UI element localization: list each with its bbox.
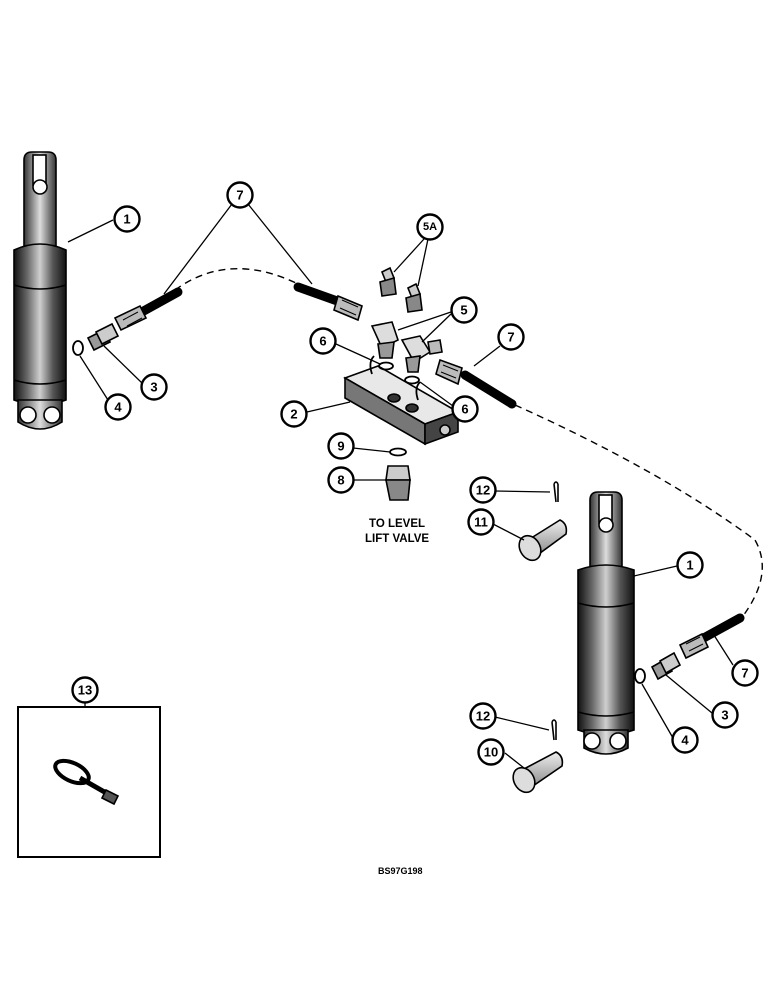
svg-text:2: 2	[290, 407, 297, 422]
leader-6a	[335, 343, 381, 365]
fitting-5a-right	[405, 282, 423, 313]
callout-4a: 4	[104, 393, 132, 421]
hose-assembly-lower-right	[678, 613, 745, 660]
pin-11	[518, 519, 568, 562]
callout-8: 8	[327, 466, 355, 494]
hose-strap	[53, 758, 120, 806]
callout-6a: 6	[309, 327, 337, 355]
callout-3a: 3	[140, 373, 168, 401]
svg-text:5: 5	[460, 303, 467, 318]
leader-7b	[473, 345, 501, 367]
leader-12b	[494, 716, 550, 731]
svg-text:6: 6	[319, 334, 326, 349]
leader-4a	[79, 355, 109, 401]
svg-text:10: 10	[484, 745, 498, 760]
leader-7a-left	[163, 203, 233, 295]
callout-7c: 7	[731, 659, 759, 687]
leader-12a	[494, 490, 551, 493]
o-ring-valve-top-left	[378, 361, 394, 371]
leader-3b	[665, 674, 713, 714]
leader-11	[492, 523, 525, 541]
adapter-fitting-left	[86, 322, 120, 352]
right-hydraulic-cylinder	[577, 491, 635, 755]
leader-1b	[633, 565, 678, 577]
callout-5: 5	[450, 296, 478, 324]
o-ring-left	[72, 340, 84, 356]
svg-text:7: 7	[741, 666, 748, 681]
callout-5a: 5A	[416, 213, 444, 241]
callout-1b: 1	[676, 551, 704, 579]
leader-5a-right	[417, 238, 429, 287]
callout-3b: 3	[711, 701, 739, 729]
svg-text:7: 7	[507, 330, 514, 345]
callout-7a: 7	[226, 181, 254, 209]
svg-text:7: 7	[236, 188, 243, 203]
hose-route-dashed-line	[174, 268, 301, 291]
left-hydraulic-cylinder	[13, 151, 67, 430]
svg-text:12: 12	[476, 709, 490, 724]
callout-6b: 6	[451, 395, 479, 423]
leader-6b	[419, 381, 454, 407]
svg-text:1: 1	[123, 212, 130, 227]
drawing-reference-code: BS97G198	[378, 866, 423, 876]
hose-assembly-right	[435, 358, 517, 409]
leader-10	[504, 752, 525, 769]
svg-text:1: 1	[686, 558, 693, 573]
fitting-5a-left	[379, 266, 397, 297]
svg-text:8: 8	[337, 473, 344, 488]
leader-3a	[103, 345, 144, 385]
elbow-fitting-left	[370, 321, 399, 359]
leader-2	[306, 401, 351, 413]
svg-text:12: 12	[476, 483, 490, 498]
callout-10: 10	[477, 738, 505, 766]
leader-9	[352, 447, 391, 453]
note-line-2: LIFT VALVE	[365, 533, 429, 545]
svg-text:3: 3	[721, 708, 728, 723]
o-ring-valve-top-right	[404, 375, 420, 385]
svg-text:3: 3	[150, 380, 157, 395]
callout-12a: 12	[469, 476, 497, 504]
leader-7a-right	[247, 203, 313, 285]
cotter-pin-lower	[551, 719, 557, 741]
leader-5a	[397, 311, 452, 331]
svg-text:4: 4	[681, 733, 689, 748]
svg-text:4: 4	[114, 400, 122, 415]
elbow-fitting-right	[400, 335, 443, 373]
connector-fitting	[385, 465, 411, 501]
hose-assembly-left	[113, 287, 183, 332]
callout-9: 9	[327, 432, 355, 460]
leader-5a-left	[393, 238, 425, 273]
o-ring-right	[634, 668, 646, 684]
callout-7b: 7	[497, 323, 525, 351]
hose-assembly-upper-mid	[293, 282, 363, 322]
svg-text:6: 6	[461, 402, 468, 417]
hose-route-dashed-line-right	[514, 404, 763, 621]
o-ring-valve-bottom	[389, 447, 407, 457]
leader-7c	[711, 631, 734, 666]
note-line-1: TO LEVEL	[369, 518, 425, 530]
pin-10	[512, 751, 564, 794]
callout-4b: 4	[671, 726, 699, 754]
adapter-fitting-right	[650, 651, 682, 681]
callout-12b: 12	[469, 702, 497, 730]
valve-block	[343, 355, 460, 446]
callout-11: 11	[467, 508, 495, 536]
callout-1a: 1	[113, 205, 141, 233]
svg-text:13: 13	[78, 683, 92, 698]
svg-text:5A: 5A	[423, 221, 437, 233]
leader-5b	[421, 313, 452, 343]
callout-13: 13	[71, 676, 99, 704]
svg-text:9: 9	[337, 439, 344, 454]
cotter-pin-upper	[553, 481, 559, 503]
leader-4b	[641, 683, 674, 739]
svg-text:11: 11	[474, 515, 488, 530]
callout-2: 2	[280, 400, 308, 428]
leader-1a	[67, 219, 114, 243]
